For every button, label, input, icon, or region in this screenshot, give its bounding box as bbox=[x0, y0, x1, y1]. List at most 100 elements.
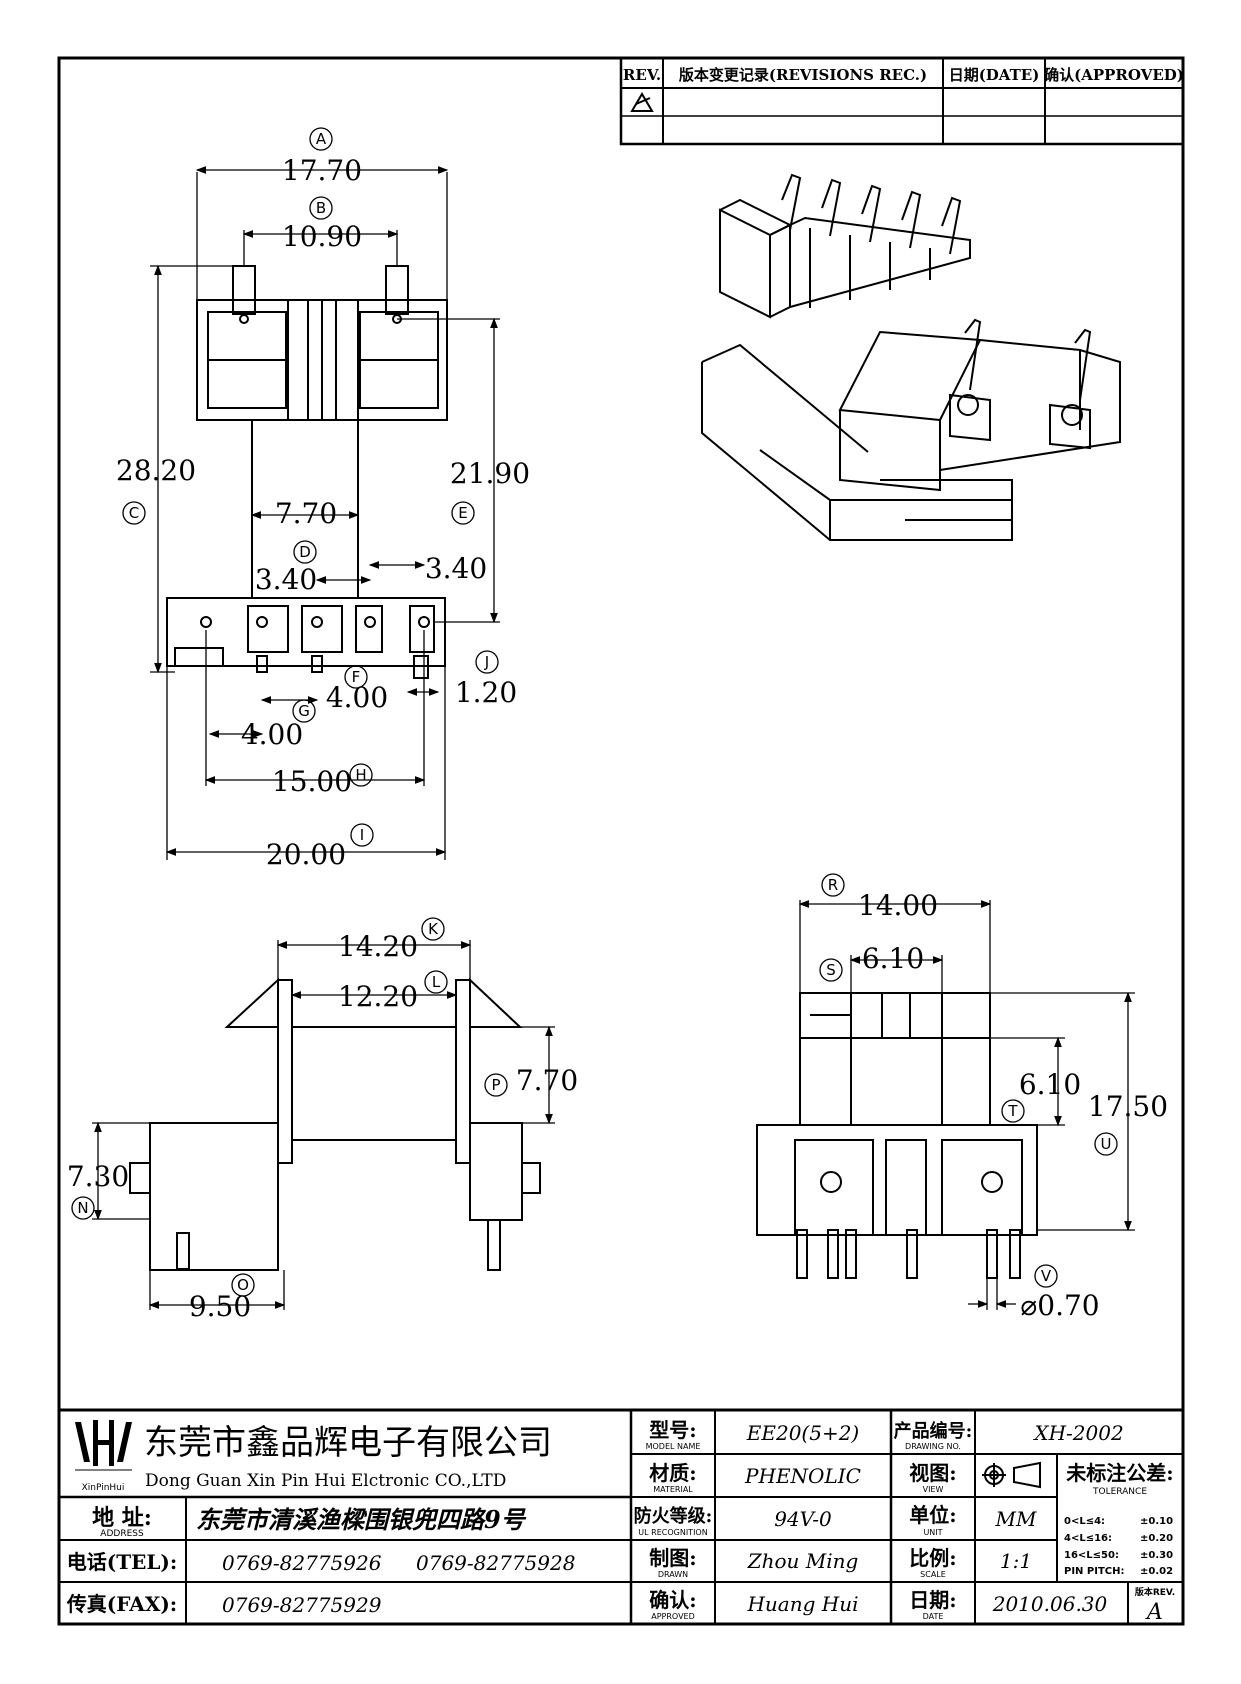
tolerance-value: ±0.10 bbox=[1140, 1516, 1173, 1527]
dim-value-v: ⌀0.70 bbox=[1020, 1289, 1099, 1322]
dim-value-s: 6.10 bbox=[862, 942, 924, 975]
dim-value-u: 17.50 bbox=[1088, 1090, 1168, 1123]
tel-value-1: 0769-82775926 bbox=[222, 1551, 382, 1575]
drawing-no-value: XH-2002 bbox=[1032, 1421, 1123, 1445]
view-label: 视图: bbox=[909, 1461, 956, 1485]
dim-letter-s: S bbox=[826, 961, 836, 979]
drawing-no-label-en: DRAWING NO. bbox=[905, 1442, 961, 1451]
model-label: 型号: bbox=[649, 1418, 696, 1442]
fire-value: 94V-0 bbox=[774, 1507, 832, 1531]
dim-value-e: 21.90 bbox=[450, 457, 530, 490]
unit-label-en: UNIT bbox=[923, 1528, 942, 1537]
dim-letter-k: K bbox=[428, 920, 439, 938]
address-value: 东莞市清溪渔樑围银兜四路9号 bbox=[196, 1505, 527, 1534]
dim-value-o: 9.50 bbox=[189, 1290, 251, 1323]
approved-value: Huang Hui bbox=[746, 1592, 858, 1616]
end-view bbox=[756, 992, 1038, 1279]
drawing-no-label: 产品编号: bbox=[894, 1420, 973, 1442]
date-header: 日期(DATE) bbox=[949, 66, 1040, 84]
dim-value-t: 6.10 bbox=[1019, 1068, 1081, 1101]
dim-value-i: 20.00 bbox=[266, 838, 346, 871]
dim-value-r: 14.00 bbox=[858, 889, 938, 922]
dim-letter-c: C bbox=[129, 504, 139, 522]
dim-value-h: 15.00 bbox=[272, 765, 352, 798]
revisions-header: 版本变更记录(REVISIONS REC.) bbox=[679, 66, 927, 84]
scale-value: 1:1 bbox=[1000, 1549, 1032, 1573]
model-value: EE20(5+2) bbox=[746, 1421, 859, 1445]
dim-value-d: 3.40 bbox=[255, 563, 317, 596]
company-name-en: Dong Guan Xin Pin Hui Elctronic CO.,LTD bbox=[145, 1471, 506, 1491]
model-label-en: MODEL NAME bbox=[646, 1442, 701, 1451]
revision-table: REV. 版本变更记录(REVISIONS REC.) 日期(DATE) 确认(… bbox=[619, 56, 1185, 146]
dim-value-f: 4.00 bbox=[326, 681, 388, 714]
dim-letter-t: T bbox=[1007, 1102, 1018, 1120]
dim-value-d2: 3.40 bbox=[425, 552, 487, 585]
dim-value-g: 4.00 bbox=[241, 718, 303, 751]
rev-header: REV. bbox=[623, 66, 661, 84]
tolerance-value: ±0.02 bbox=[1140, 1566, 1173, 1577]
approved-label: 确认: bbox=[649, 1588, 696, 1612]
dim-letter-p: P bbox=[491, 1076, 500, 1094]
title-block-grid bbox=[57, 1408, 1185, 1626]
material-label: 材质: bbox=[649, 1461, 696, 1485]
sheet-border bbox=[57, 56, 1185, 1626]
tolerance-label: 未标注公差: bbox=[1066, 1461, 1173, 1485]
drawn-label-en: DRAWN bbox=[658, 1570, 688, 1579]
fire-label: 防火等级: bbox=[634, 1505, 713, 1527]
dim-letter-f: F bbox=[352, 668, 361, 686]
date-label: 日期: bbox=[909, 1588, 956, 1612]
dim-letter-i: I bbox=[360, 826, 364, 844]
dim-letter-b: B bbox=[316, 199, 326, 217]
approved-label-en: APPROVED bbox=[651, 1612, 695, 1621]
unit-value: MM bbox=[995, 1507, 1037, 1531]
date-value: 2010.06.30 bbox=[992, 1592, 1108, 1616]
tolerance-value: ±0.30 bbox=[1140, 1550, 1173, 1561]
side-view bbox=[129, 977, 541, 1271]
rev-value: A bbox=[1145, 1600, 1163, 1625]
dim-letter-d: D bbox=[299, 543, 311, 561]
company-logo: XinPinHui bbox=[75, 1420, 132, 1493]
approved-header: 确认(APPROVED) bbox=[1044, 66, 1184, 84]
fire-label-en: UL RECOGNITION bbox=[638, 1528, 707, 1537]
unit-label: 单位: bbox=[909, 1503, 956, 1527]
dim-value-p: 7.70 bbox=[516, 1064, 578, 1097]
dim-letter-a: A bbox=[316, 130, 327, 148]
projection-symbol-icon bbox=[982, 1461, 1041, 1489]
top-view bbox=[166, 265, 448, 679]
dim-value-a: 17.70 bbox=[282, 154, 362, 187]
scale-label-en: SCALE bbox=[920, 1570, 946, 1579]
logo-caption: XinPinHui bbox=[82, 1483, 125, 1493]
dim-letter-o: O bbox=[237, 1276, 249, 1294]
material-value: PHENOLIC bbox=[744, 1464, 861, 1488]
dim-letter-e: E bbox=[458, 504, 467, 522]
material-label-en: MATERIAL bbox=[653, 1485, 693, 1494]
revision-triangle-icon bbox=[630, 92, 654, 112]
dim-value-center: 7.70 bbox=[275, 497, 337, 530]
dim-letter-n: N bbox=[77, 1199, 88, 1217]
address-label-en: ADDRESS bbox=[100, 1529, 144, 1539]
drawn-label: 制图: bbox=[649, 1546, 696, 1570]
dim-value-n: 7.30 bbox=[67, 1160, 129, 1193]
dim-letter-v: V bbox=[1041, 1267, 1052, 1285]
end-view-dimensions bbox=[798, 900, 1135, 1310]
dim-letter-u: U bbox=[1101, 1135, 1112, 1153]
fax-value: 0769-82775929 bbox=[222, 1593, 382, 1617]
tolerance-label-en: TOLERANCE bbox=[1092, 1487, 1147, 1497]
tolerance-range: 4<L≤16: bbox=[1064, 1533, 1112, 1544]
date-label-en: DATE bbox=[923, 1612, 944, 1621]
tel-value-2: 0769-82775928 bbox=[416, 1551, 575, 1575]
dim-value-b: 10.90 bbox=[282, 220, 362, 253]
dim-letter-r: R bbox=[828, 876, 838, 894]
company-name-cn: 东莞市鑫品辉电子有限公司 bbox=[144, 1423, 552, 1463]
dim-letter-l: L bbox=[432, 973, 441, 991]
drawn-value: Zhou Ming bbox=[747, 1549, 859, 1573]
tolerance-value: ±0.20 bbox=[1140, 1533, 1173, 1544]
tolerance-range: 0<L≤4: bbox=[1064, 1516, 1105, 1527]
scale-label: 比例: bbox=[909, 1546, 956, 1570]
tolerance-range: PIN PITCH: bbox=[1064, 1566, 1124, 1577]
tolerance-table: 0<L≤4: ±0.10 4<L≤16: ±0.20 16<L≤50: ±0.3… bbox=[1064, 1516, 1173, 1577]
isometric-view bbox=[701, 173, 1121, 541]
side-view-dimensions bbox=[92, 940, 555, 1310]
view-label-en: VIEW bbox=[923, 1485, 944, 1494]
